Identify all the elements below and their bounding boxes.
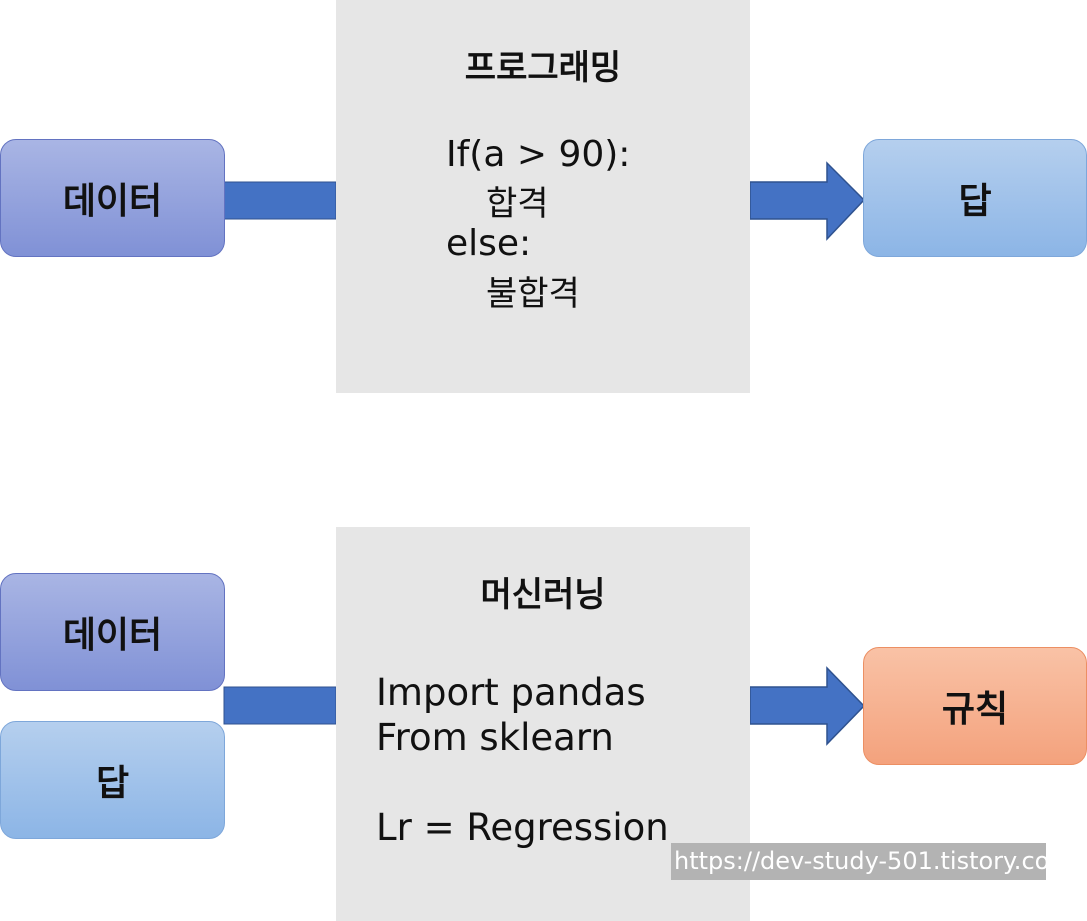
output-arrow-top	[749, 161, 866, 241]
code-line: Lr = Regression	[376, 806, 669, 849]
watermark-url: https://dev-study-501.tistory.com	[671, 843, 1046, 880]
rule-box: 규칙	[863, 647, 1087, 765]
code-line: From sklearn	[376, 716, 614, 759]
code-line: 합격	[486, 184, 549, 224]
code-line: else:	[446, 223, 532, 264]
programming-title: 프로그래밍	[464, 48, 622, 88]
data-box-top: 데이터	[0, 139, 225, 257]
rule-box-label: 규칙	[941, 689, 1009, 730]
code-line: If(a > 90):	[446, 134, 631, 175]
data-box-bottom-label: 데이터	[62, 615, 163, 656]
output-arrow-bottom	[749, 666, 866, 746]
programming-panel: 프로그래밍 If(a > 90): 합격 else: 불합격	[336, 0, 750, 393]
answer-box-bottom-label: 답	[95, 763, 130, 804]
machine-learning-title: 머신러닝	[480, 575, 606, 615]
answer-box-top: 답	[863, 139, 1087, 257]
input-connector-bottom	[223, 686, 337, 725]
answer-box-bottom: 답	[0, 721, 225, 839]
code-line: Import pandas	[376, 671, 646, 714]
input-connector-top	[223, 181, 337, 220]
answer-box-top-label: 답	[958, 181, 992, 222]
code-line: 불합격	[486, 274, 580, 314]
data-box-top-label: 데이터	[62, 181, 163, 222]
data-box-bottom: 데이터	[0, 573, 225, 691]
